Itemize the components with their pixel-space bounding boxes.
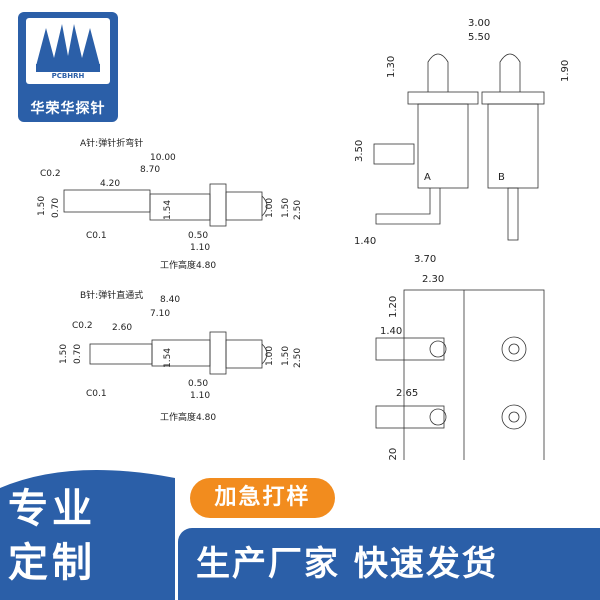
fv-bend: 1.40 [354,236,376,247]
fv-label-b: B [498,172,505,183]
dim-a-body: 8.70 [140,165,160,175]
tv-top-offset: 1.20 [388,296,399,318]
dim-b-chamfer: C0.2 [72,321,93,331]
dim-b-shaft: 2.60 [112,323,132,333]
dim-a-d-right: 1.50 [281,198,291,218]
dim-b-total: 8.40 [160,295,180,305]
diagram-a-title: A针:弹针折弯针 [80,137,143,149]
dim-b-d-right: 1.50 [281,346,291,366]
banner-line1: 专业 [8,486,96,532]
company-name: 华荣华探针 [30,101,106,117]
dim-a-shaft: 4.20 [100,179,120,189]
banner-left-shape [0,470,175,600]
fv-top-span: 3.00 [468,18,490,29]
logo-crown-icon: PCBHRH [26,18,110,84]
dim-b-chamfer2: C0.1 [86,389,107,399]
tv-bottom-offset: 1.20 [388,448,399,460]
fv-left-top: 1.30 [386,56,397,78]
dim-a-w1: 0.50 [188,231,208,241]
dim-a-d-tip: 1.00 [265,198,275,218]
top-view-outline [375,289,545,460]
dim-b-d-left-outer: 1.50 [59,344,69,364]
dim-b-work-height: 工作高度4.80 [160,411,216,423]
dim-a-d-mid: 1.54 [163,200,173,220]
fv-pitch: 5.50 [468,32,490,43]
tv-pin-offset: 1.40 [380,326,402,337]
tv-pin-len: 2.65 [396,388,418,399]
fv-width: 3.70 [414,254,436,265]
dim-b-body: 7.10 [150,309,170,319]
dim-b-d-outer: 2.50 [293,348,303,368]
diagram-b-title: B针:弹针直通式 [80,289,143,301]
dim-b-w2: 1.10 [190,391,210,401]
brand-logo: PCBHRH 华荣华探针 [18,12,118,122]
dim-a-chamfer2: C0.1 [86,231,107,241]
dim-a-d-outer: 2.50 [293,200,303,220]
dim-a-d-left-inner: 0.70 [51,198,61,218]
logo-brand-text: PCBHRH [51,72,85,80]
pin-a-outline [63,183,268,227]
tv-width: 2.30 [422,274,444,285]
dim-b-d-mid: 1.54 [163,348,173,368]
fv-label-a: A [424,172,431,183]
dim-b-d-left-inner: 0.70 [73,344,83,364]
dim-a-w2: 1.10 [190,243,210,253]
technical-drawing: A针:弹针折弯针 10.00 8.70 4.20 C0.2 C0.1 1.50 … [37,18,571,460]
banner-line2: 定制 [8,540,96,586]
dim-b-d-tip: 1.00 [265,346,275,366]
dim-a-total: 10.00 [150,153,176,163]
dim-b-w1: 0.50 [188,379,208,389]
pin-b-outline [89,331,268,375]
dim-a-work-height: 工作高度4.80 [160,259,216,271]
dim-a-d-left-outer: 1.50 [37,196,47,216]
fv-right-top: 1.90 [560,60,571,82]
fv-height: 3.50 [354,140,365,162]
factory-banner: 生产厂家 快速发货 [178,528,600,600]
dim-a-chamfer: C0.2 [40,169,61,179]
logo-crown-svg [36,24,100,72]
urgent-sample-badge: 加急打样 [190,478,335,518]
front-view-outline [373,53,545,241]
